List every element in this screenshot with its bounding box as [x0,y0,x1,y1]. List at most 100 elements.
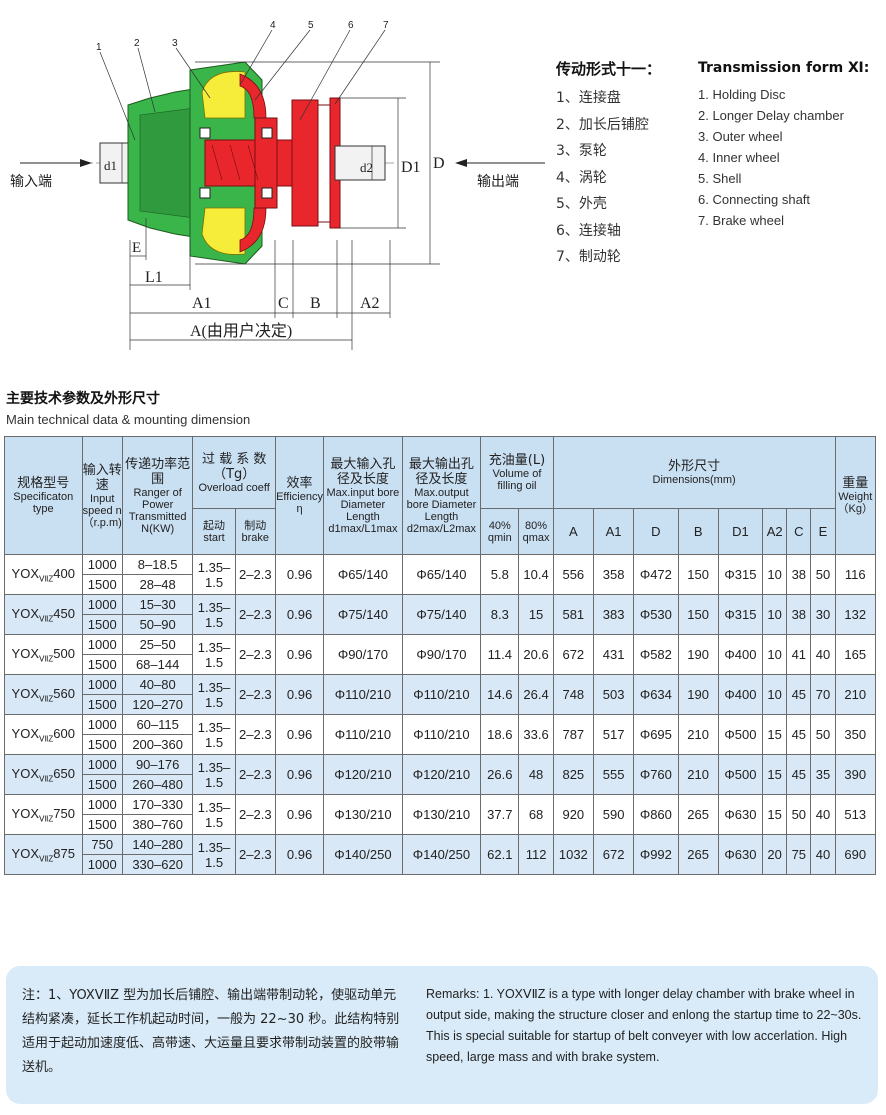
cell-weight: 210 [834,674,877,715]
cell-dim-D: Φ530 [633,594,679,635]
dim-label-A: A(由用户决定) [190,322,292,340]
legend-english-item: 5. Shell [698,171,742,186]
cell-start: 1.35–1.5 [192,594,236,635]
cell-dim-A: 581 [552,594,594,635]
cell-dim-D: Φ695 [633,714,679,755]
cell-dim-A: 672 [552,634,594,675]
cell-power: 28–48 [121,574,194,595]
input-end-label: 输入端 [10,174,52,190]
cell-speed: 1000 [81,674,123,695]
cell-speed: 1000 [81,714,123,735]
cell-speed: 1500 [81,654,123,675]
dim-label-L1: L1 [145,269,163,286]
cell-model: YOXⅤⅡZ650 [4,754,83,795]
cell-dim-B: 190 [677,634,719,675]
cell-weight: 165 [834,634,877,675]
output-end-label: 输出端 [477,174,519,190]
cell-dim-A2: 20 [762,834,788,875]
header-dim-A: A [552,508,594,555]
cell-start: 1.35–1.5 [192,714,236,755]
cell-dim-A1: 672 [592,834,635,875]
cell-dim-C: 45 [786,754,812,795]
cell-brake: 2–2.3 [234,554,276,595]
cell-dim-E: 70 [810,674,836,715]
header-dim-B: B [677,508,719,555]
cell-oil-40: 14.6 [480,674,520,715]
cell-dim-C: 38 [786,594,812,635]
cell-dim-A1: 590 [592,794,635,835]
cell-input-bore: Φ120/210 [323,754,403,795]
cell-power: 25–50 [121,634,194,655]
remarks-box: 注：1、YOXⅤⅡZ 型为加长后铺腔、输出端带制动轮，使驱动单元结构紧凑，延长工… [6,966,878,1104]
cell-dim-A: 825 [552,754,594,795]
cell-power: 330–620 [121,854,194,875]
cell-dim-A1: 555 [592,754,635,795]
cell-input-bore: Φ140/250 [323,834,403,875]
cell-speed: 1000 [81,754,123,775]
part-number-3: 3 [172,38,178,49]
cell-dim-C: 75 [786,834,812,875]
section-subtitle: Main technical data & mounting dimension [6,412,251,427]
legend-chinese: 传动形式十一： 1、连接盘 2、加长后铺腔 3、泵轮 4、涡轮 5、外壳 6、连… [556,58,661,271]
cell-speed: 1500 [81,694,123,715]
legend-english: Transmission form Ⅺ: 1. Holding Disc 2. … [698,60,869,231]
part-number-6: 6 [348,20,354,31]
part-number-7: 7 [383,20,389,31]
cell-output-bore: Φ65/140 [401,554,482,595]
cell-weight: 350 [834,714,877,755]
cell-model: YOXⅤⅡZ600 [4,714,83,755]
cell-speed: 1000 [81,794,123,815]
cell-dim-E: 40 [810,634,836,675]
dim-label-D: D [433,155,445,172]
cell-brake: 2–2.3 [234,754,276,795]
cell-dim-A1: 503 [592,674,635,715]
cell-dim-E: 50 [810,554,836,595]
cell-weight: 390 [834,754,877,795]
cell-dim-C: 38 [786,554,812,595]
header-start: 起动 start [192,508,236,555]
cell-oil-40: 11.4 [480,634,520,675]
cell-oil-80: 15 [518,594,554,635]
header-brake: 制动 brake [234,508,276,555]
cell-start: 1.35–1.5 [192,794,236,835]
cell-brake: 2–2.3 [234,674,276,715]
cell-dim-A: 1032 [552,834,594,875]
cell-model: YOXⅤⅡZ750 [4,794,83,835]
header-oil-40: 40% qmin [480,508,520,555]
cell-dim-C: 45 [786,714,812,755]
cell-dim-E: 50 [810,714,836,755]
cell-speed: 1500 [81,774,123,795]
cell-power: 50–90 [121,614,194,635]
part-number-2: 2 [134,38,140,49]
section-title: 主要技术参数及外形尺寸 [6,391,160,407]
part-number-1: 1 [96,42,102,53]
cell-oil-40: 18.6 [480,714,520,755]
cell-oil-40: 37.7 [480,794,520,835]
header-dim-A2: A2 [762,508,788,555]
cell-dim-D: Φ992 [633,834,679,875]
cell-start: 1.35–1.5 [192,634,236,675]
cell-speed: 1500 [81,814,123,835]
header-overload: 过 载 系 数（Tg）Overload coeff [192,436,276,509]
cell-dim-A2: 15 [762,794,788,835]
cell-speed: 1000 [81,854,123,875]
cell-dim-A2: 15 [762,754,788,795]
cell-dim-A2: 10 [762,634,788,675]
cell-start: 1.35–1.5 [192,674,236,715]
cell-dim-D: Φ472 [633,554,679,595]
legend-chinese-item: 5、外壳 [556,196,607,212]
cell-model: YOXⅤⅡZ875 [4,834,83,875]
legend-english-item: 3. Outer wheel [698,129,783,144]
cell-output-bore: Φ140/250 [401,834,482,875]
remarks-english: Remarks: 1. YOXⅤⅡZ is a type with longer… [426,987,862,1064]
dim-label-D1: D1 [401,159,421,176]
cell-power: 380–760 [121,814,194,835]
legend-english-title: Transmission form Ⅺ: [698,60,870,76]
